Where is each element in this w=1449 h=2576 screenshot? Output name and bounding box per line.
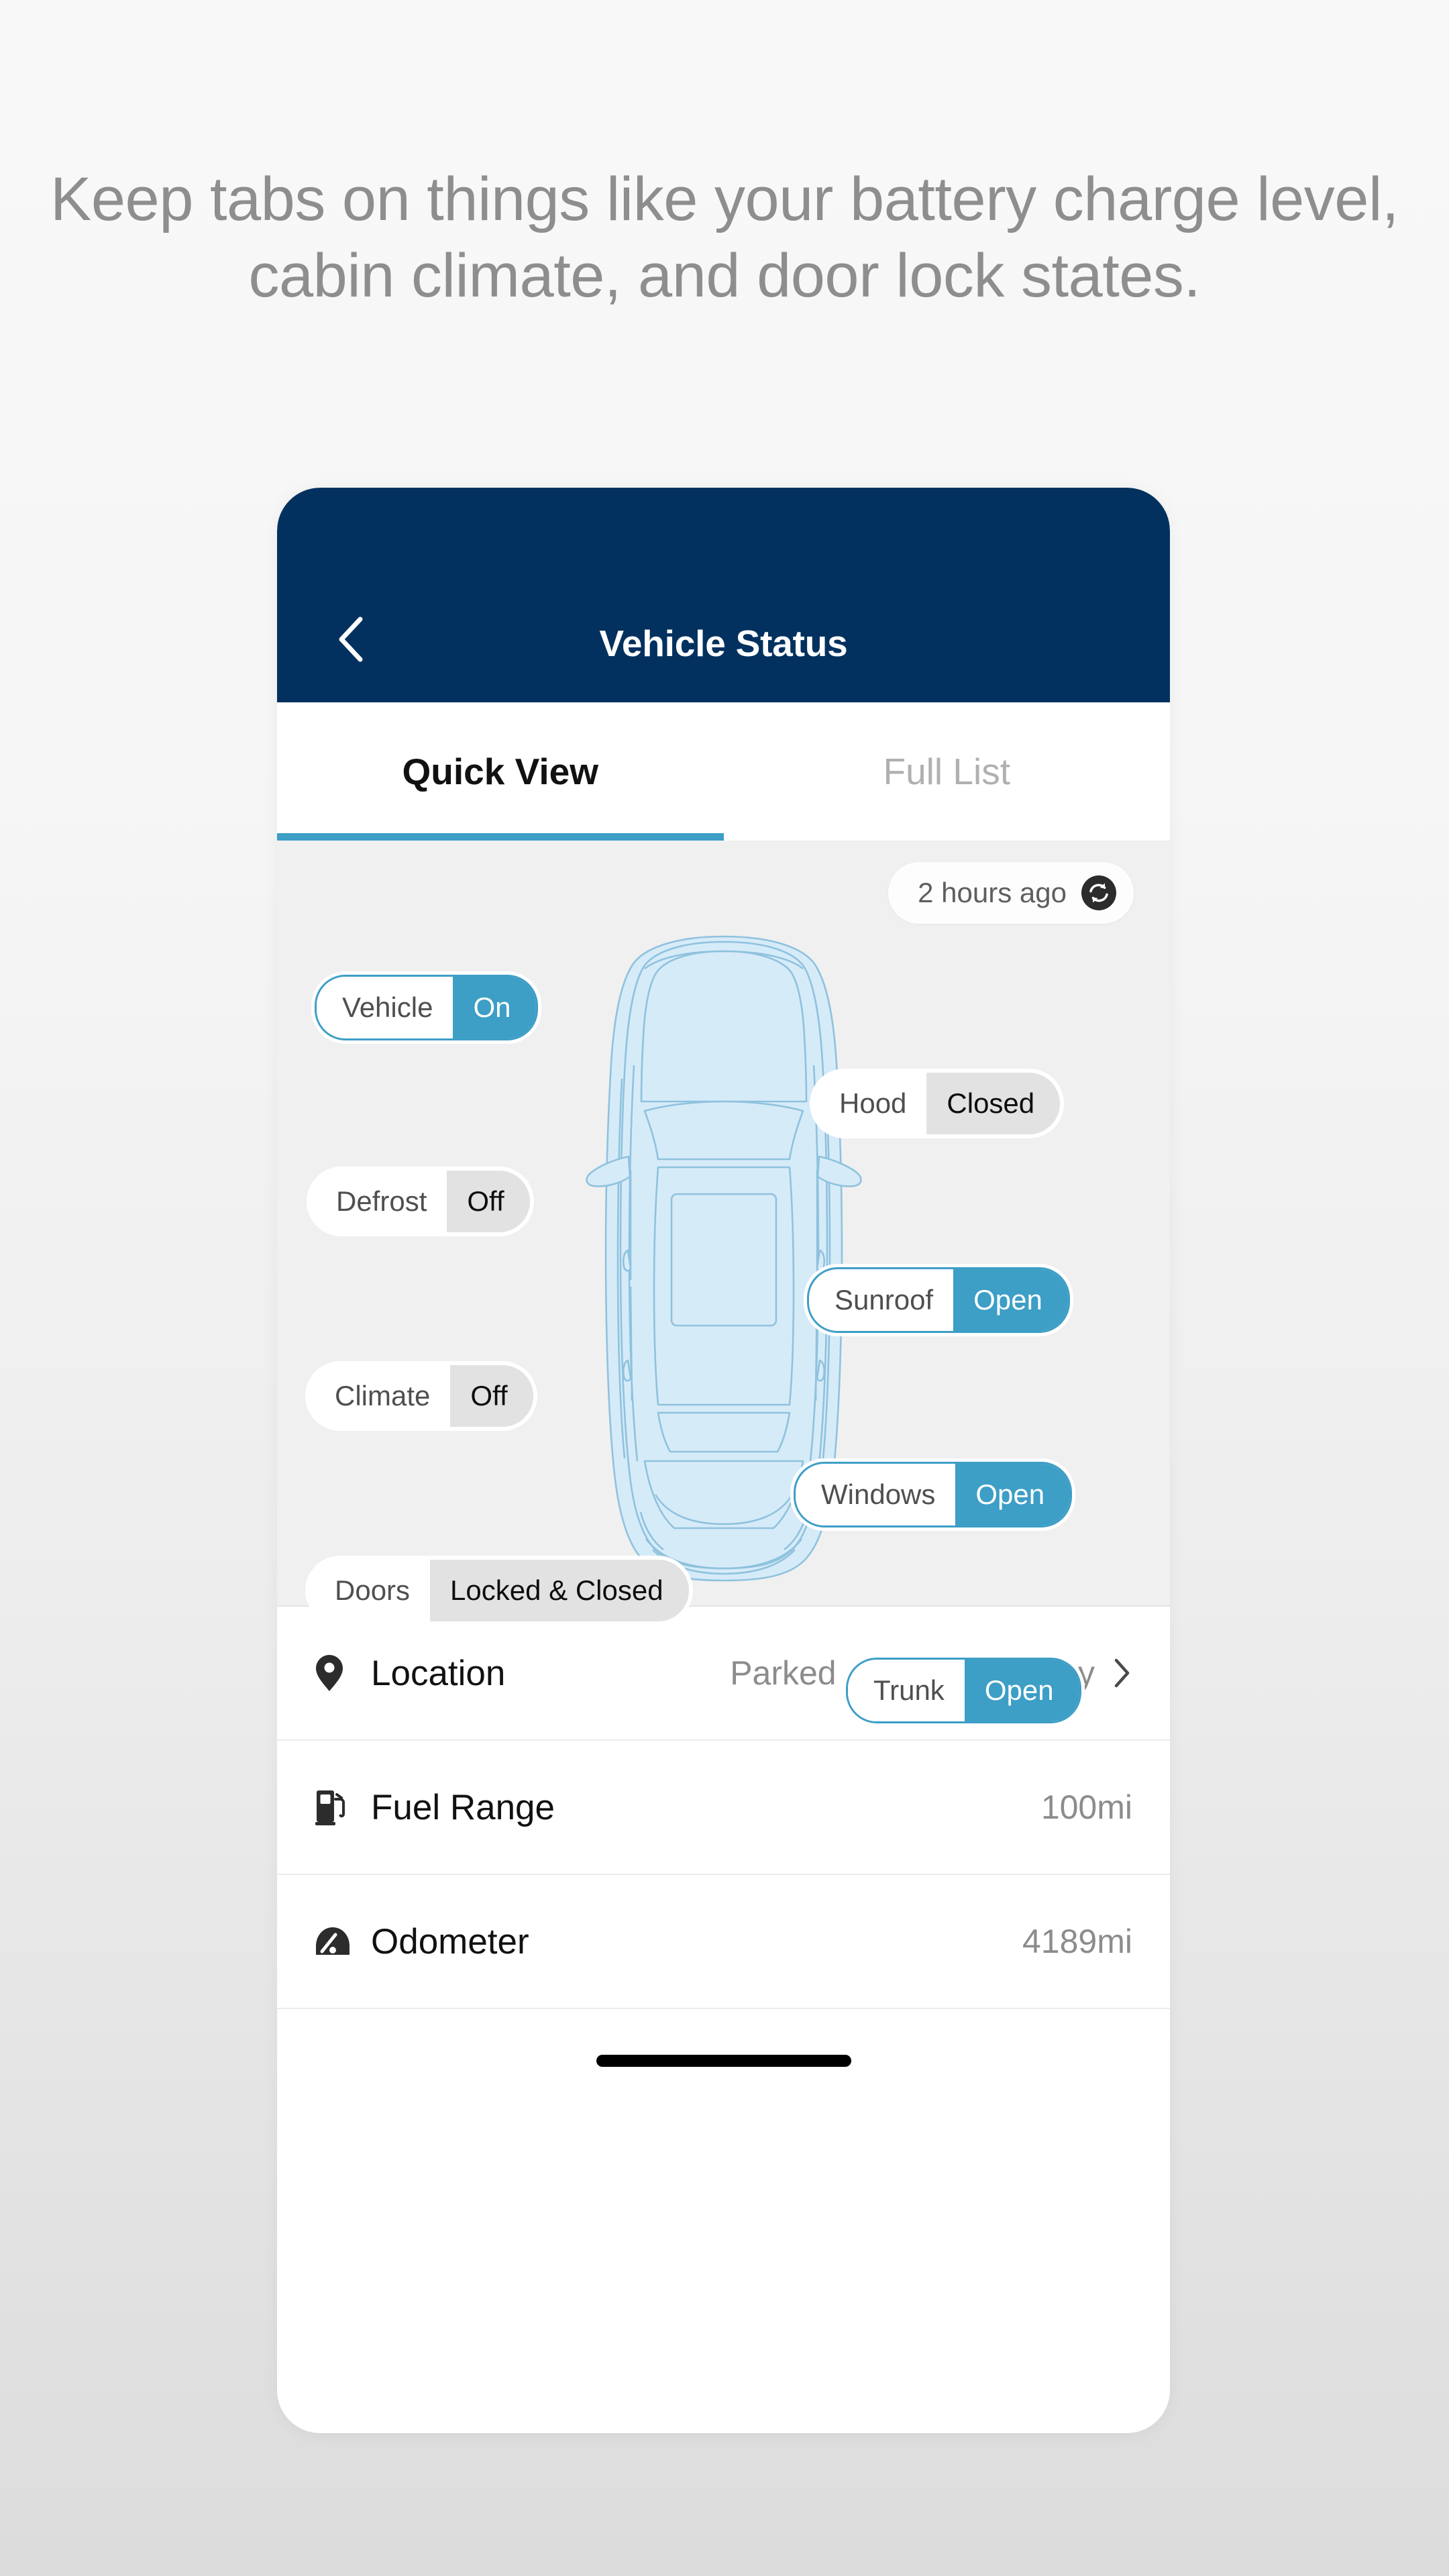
status-pill-value: Open (955, 1464, 1071, 1525)
status-pill-label: Trunk (848, 1660, 965, 1721)
status-pill-vehicle[interactable]: Vehicle On (315, 975, 539, 1040)
status-pill-value: On (453, 977, 537, 1038)
page-title: Vehicle Status (599, 623, 848, 664)
status-pill-label: Windows (796, 1464, 956, 1525)
refresh-circle-icon (1081, 875, 1116, 910)
status-pill-sunroof[interactable]: Sunroof Open (807, 1267, 1070, 1333)
status-pill-value: Closed (926, 1073, 1061, 1134)
tab-quick-view[interactable]: Quick View (402, 751, 598, 792)
info-row-value: 4189mi (1022, 1923, 1132, 1960)
status-pill-trunk[interactable]: Trunk Open (846, 1658, 1081, 1723)
info-row-label: Odometer (371, 1921, 529, 1962)
home-indicator-bar[interactable] (596, 2055, 851, 2067)
status-pill-label: Vehicle (317, 977, 453, 1038)
status-pill-value: Off (447, 1171, 530, 1232)
last-updated-label: 2 hours ago (918, 877, 1067, 908)
tab-active-indicator (277, 833, 724, 841)
status-pill-label: Defrost (311, 1171, 447, 1232)
status-pill-value: Open (964, 1660, 1079, 1721)
fuel-pump-icon (315, 1788, 356, 1826)
tab-full-list[interactable]: Full List (883, 751, 1011, 792)
tab-bar: Quick View Full List (277, 702, 1170, 841)
phone-mockup: Vehicle Status Quick View Full List 2 ho… (277, 488, 1170, 2433)
status-pill-doors[interactable]: Doors Locked & Closed (309, 1560, 689, 1621)
status-pill-defrost[interactable]: Defrost Off (311, 1171, 530, 1232)
home-indicator-area (277, 2008, 1170, 2147)
info-row-value: 100mi (1040, 1788, 1132, 1826)
vehicle-top-view-illustration (543, 931, 905, 1582)
map-pin-icon (315, 1654, 356, 1693)
info-row-fuel-range[interactable]: Fuel Range 100mi (277, 1739, 1170, 1874)
info-row-odometer[interactable]: Odometer 4189mi (277, 1874, 1170, 2008)
status-pill-value: Open (953, 1269, 1068, 1331)
info-row-label: Location (371, 1653, 506, 1693)
vehicle-status-panel: 2 hours ago (277, 841, 1170, 1723)
status-pill-climate[interactable]: Climate Off (309, 1365, 533, 1427)
status-pill-windows[interactable]: Windows Open (794, 1462, 1073, 1527)
status-pill-hood[interactable]: Hood Closed (814, 1073, 1061, 1134)
status-pill-value: Off (450, 1365, 533, 1427)
status-pill-label: Doors (309, 1560, 431, 1621)
speedometer-icon (315, 1926, 356, 1957)
chevron-right-icon[interactable] (1114, 1658, 1132, 1688)
refresh-button[interactable]: 2 hours ago (888, 862, 1134, 924)
info-row-label: Fuel Range (371, 1787, 555, 1827)
chevron-left-icon[interactable] (335, 615, 367, 663)
status-pill-label: Climate (309, 1365, 451, 1427)
page-headline: Keep tabs on things like your battery ch… (50, 165, 1399, 311)
status-pill-label: Hood (814, 1073, 927, 1134)
status-pill-value: Locked & Closed (430, 1560, 689, 1621)
status-pill-label: Sunroof (809, 1269, 954, 1331)
app-header: Vehicle Status (277, 488, 1170, 702)
